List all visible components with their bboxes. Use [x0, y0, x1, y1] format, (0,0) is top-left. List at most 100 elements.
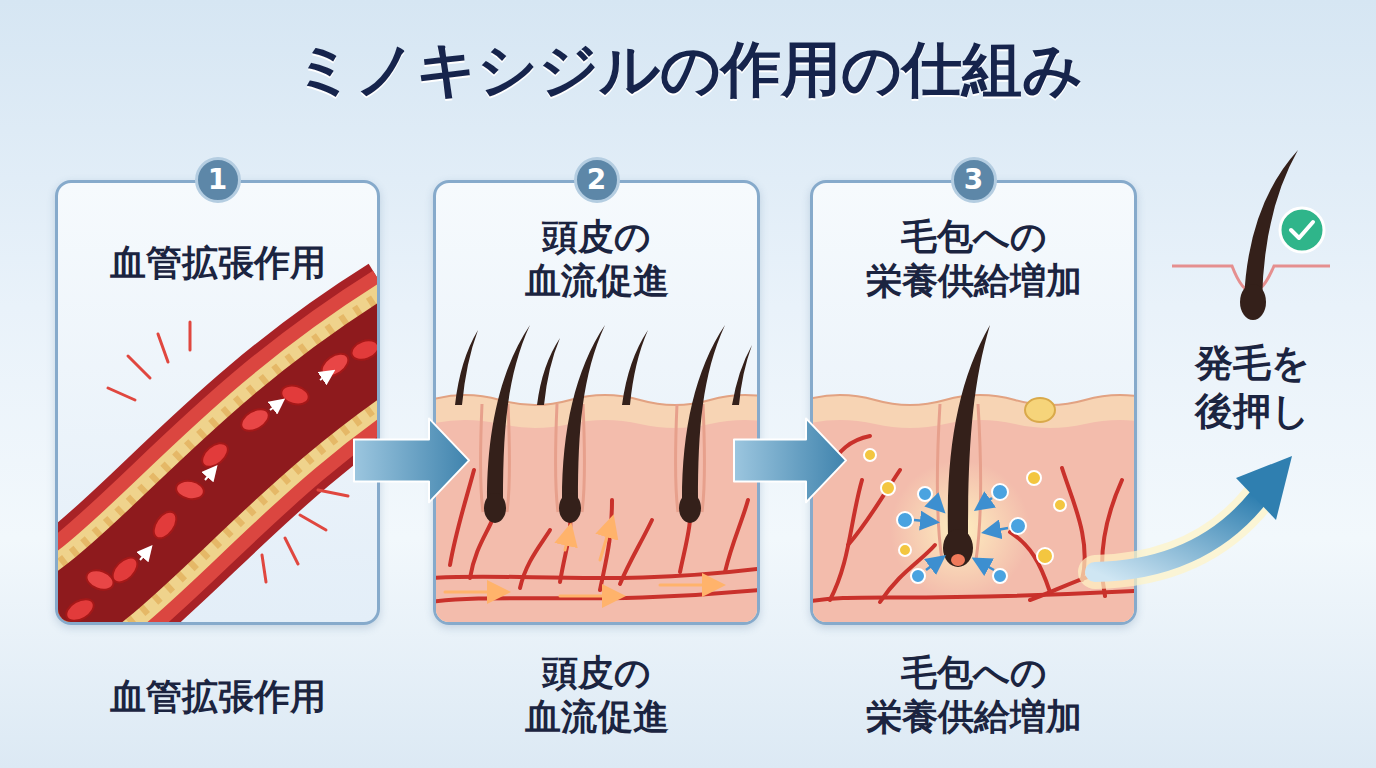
scalp-illustration-part — [455, 325, 752, 523]
vessel-illustration-part-part — [262, 555, 266, 582]
hair-growth-icon-part — [1172, 266, 1330, 292]
scalp-illustration-part-part — [520, 530, 550, 588]
vessel-illustration-part — [270, 401, 282, 410]
vessel-illustration-part — [58, 330, 377, 622]
scalp-illustration-part — [436, 470, 757, 602]
scalp-illustration-part-part — [537, 338, 560, 405]
scalp-illustration — [436, 325, 757, 622]
scalp-illustration-part-part — [725, 500, 748, 572]
scalp-illustration-part-part — [450, 470, 474, 565]
scalp-illustration-part-part — [470, 518, 493, 578]
step-number: 3 — [964, 166, 983, 194]
step-number: 2 — [587, 166, 606, 194]
scalp-illustration-part-part — [682, 325, 725, 500]
vessel-illustration-part — [58, 330, 377, 622]
panel-heading: 血管拡張作用 — [110, 241, 326, 285]
hair-growth-icon-part — [1280, 208, 1324, 252]
follicle-illustration-part — [864, 449, 1066, 583]
step-panel: 毛包への 栄養供給増加毛包への 栄養供給増加3 — [810, 180, 1137, 625]
vessel-illustration-part-part — [158, 334, 168, 362]
follicle-illustration-part-part — [830, 480, 862, 600]
vessel-illustration-part — [140, 548, 150, 560]
hair-growth-icon — [1172, 150, 1330, 320]
follicle-illustration-part-part — [978, 498, 992, 508]
follicle-illustration-part — [937, 404, 981, 560]
follicle-illustration-part-part — [880, 545, 935, 602]
follicle-illustration-part — [890, 460, 1030, 600]
scalp-illustration-part — [445, 520, 720, 596]
vessel-illustration-part — [175, 479, 206, 502]
vessel-illustration-part-part — [128, 356, 150, 378]
scalp-illustration-part — [436, 420, 757, 622]
vessel-illustration-part-part — [108, 388, 135, 400]
step-panel: 頭皮の 血流促進頭皮の 血流促進2 — [433, 180, 760, 625]
follicle-illustration-part-part — [848, 470, 900, 545]
vessel-illustration-part — [320, 372, 332, 380]
follicle-illustration-part — [948, 325, 990, 535]
flow-arrow — [734, 418, 846, 502]
scalp-illustration-part-part — [436, 566, 757, 578]
step-number-circle: 3 — [951, 157, 997, 203]
result-arrow-part — [1095, 498, 1258, 572]
step-panel: 血管拡張作用血管拡張作用1 — [55, 180, 380, 625]
follicle-illustration-part — [1025, 398, 1055, 422]
follicle-illustration-part-part — [1054, 499, 1066, 511]
vessel-illustration-part — [349, 337, 377, 363]
hair-growth-icon-part — [1244, 150, 1298, 300]
scalp-illustration-part-part — [702, 404, 704, 512]
flow-arrow — [354, 418, 469, 502]
scalp-illustration-part-part — [676, 404, 678, 512]
follicle-illustration-part-part — [918, 487, 932, 501]
result-label: 発毛を 後押し — [1195, 340, 1310, 435]
vessel-illustration-part — [318, 349, 353, 381]
scalp-illustration-part-part — [481, 404, 483, 512]
step-number-circle: 1 — [195, 157, 241, 203]
follicle-illustration-part-part — [1010, 518, 1026, 534]
result-arrow-part — [1095, 498, 1258, 572]
vessel-illustration-part-part — [318, 490, 348, 496]
scalp-illustration-part-part — [680, 518, 690, 572]
follicle-illustration-part-part — [992, 484, 1008, 500]
vessel-illustration-part — [108, 322, 348, 582]
follicle-illustration-part-part — [881, 481, 895, 495]
result-arrow-part — [1236, 456, 1292, 520]
follicle-illustration-part-part — [1062, 468, 1085, 580]
result-arrow — [1095, 456, 1292, 572]
follicle-illustration-part-part — [932, 500, 942, 510]
follicle-illustration-part — [813, 395, 1134, 622]
follicle-illustration-part — [943, 529, 973, 567]
follicle-illustration-part-part — [993, 569, 1007, 583]
follicle-illustration-part-part — [813, 590, 1134, 602]
scalp-illustration-part-part — [559, 493, 581, 523]
scalp-illustration-part — [436, 395, 757, 622]
hair-growth-icon-part — [1291, 222, 1313, 238]
scalp-illustration-part-part — [622, 330, 648, 405]
follicle-illustration-part-part — [864, 449, 876, 461]
follicle-illustration-part — [813, 436, 1134, 602]
vessel-illustration — [58, 322, 377, 622]
vessel-illustration-part — [149, 508, 181, 543]
scalp-illustration-part-part — [620, 520, 652, 584]
scalp-illustration-part-part — [556, 404, 558, 512]
follicle-illustration-part-part — [1037, 548, 1053, 564]
scalp-illustration-part-part — [507, 404, 509, 512]
scalp-illustration-part-part — [600, 520, 612, 560]
scalp-illustration-part — [481, 404, 705, 512]
hair-growth-icon-part — [1240, 284, 1266, 320]
scalp-illustration-part-part — [487, 325, 530, 500]
follicle-illustration-part-part — [1027, 471, 1041, 485]
scalp-illustration-part-part — [445, 591, 505, 594]
scalp-illustration-part-part — [600, 500, 612, 590]
scalp-illustration-part-part — [660, 584, 720, 587]
follicle-illustration-part-part — [914, 520, 935, 522]
scalp-illustration-part-part — [565, 528, 570, 550]
vessel-illustration-part — [84, 567, 116, 593]
follicle-illustration-part-part — [1010, 532, 1050, 592]
step-number-circle: 2 — [574, 157, 620, 203]
scalp-illustration-part-part — [582, 404, 584, 512]
follicle-illustration-part — [813, 420, 1134, 622]
follicle-illustration-part-part — [911, 569, 925, 583]
step-number: 1 — [208, 166, 227, 194]
scalp-illustration-part-part — [562, 325, 605, 500]
scalp-illustration-part-part — [455, 330, 478, 405]
